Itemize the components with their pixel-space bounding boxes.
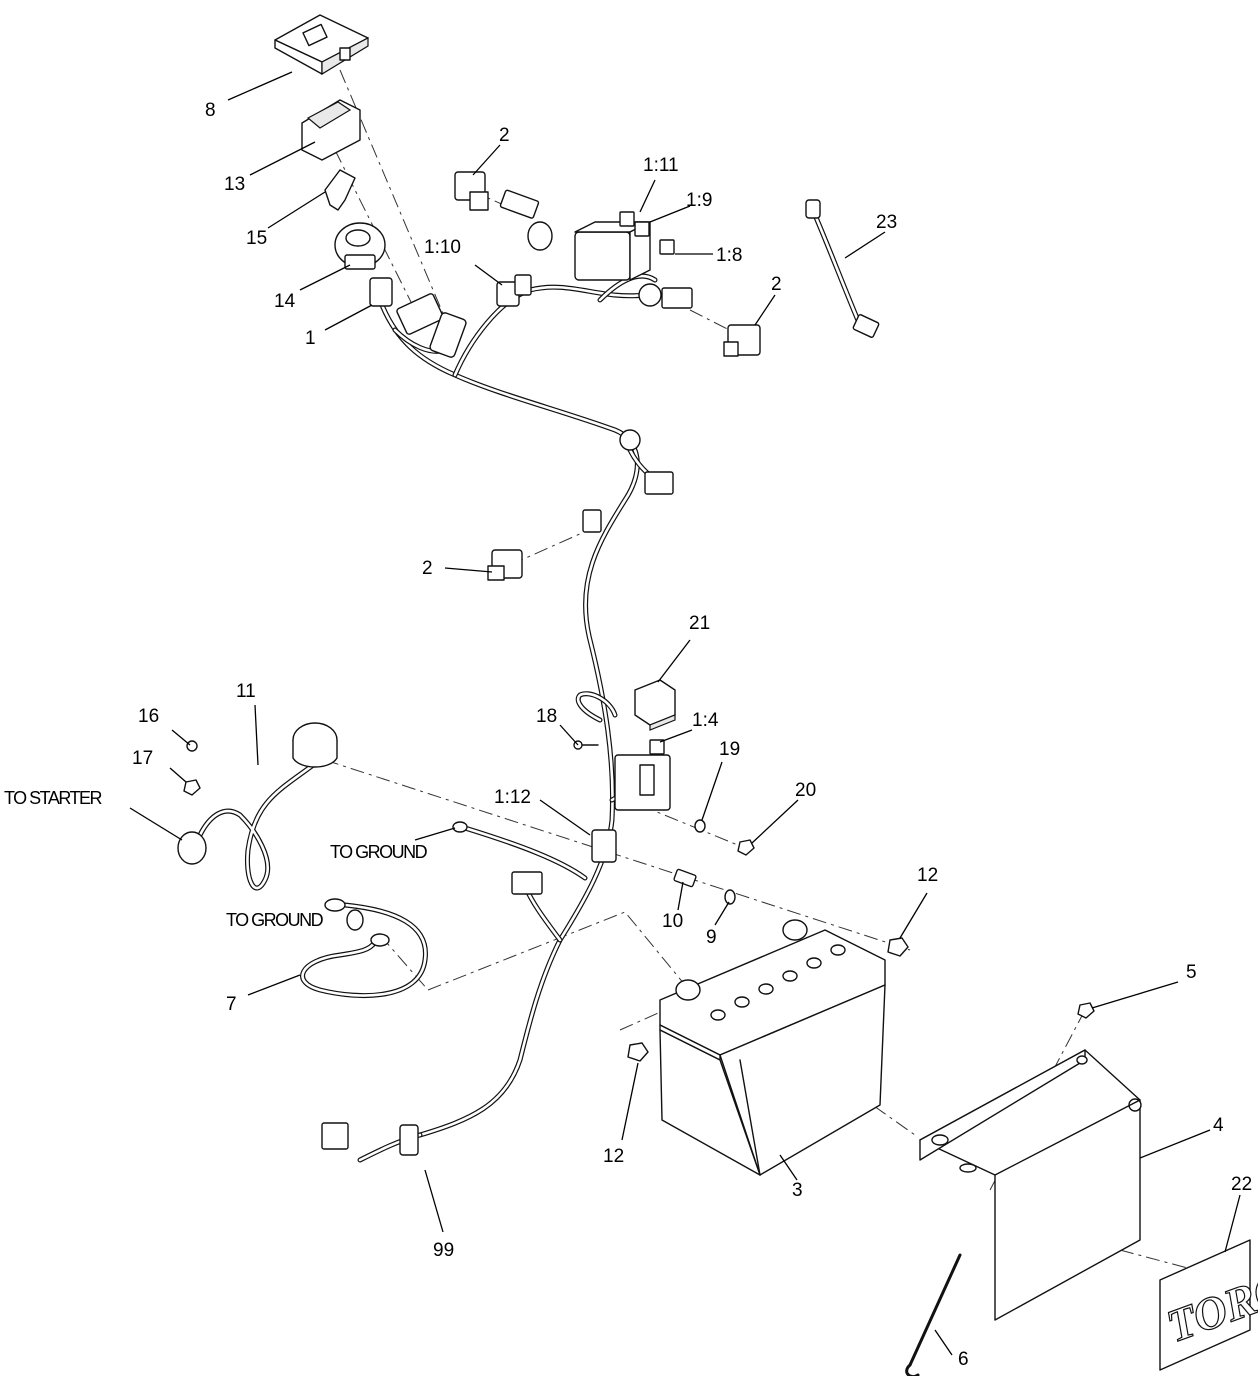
grommet-right [638, 283, 662, 307]
negative-battery-cable [300, 898, 428, 999]
connector-right [661, 287, 693, 309]
connector-1-12 [591, 829, 617, 863]
callout-2-middle: 2 [422, 558, 433, 579]
callout-99: 99 [433, 1240, 454, 1261]
ground-lead [452, 821, 588, 881]
callout-labels: 8 13 15 14 1 2 1:11 1:9 1:8 1:10 2 23 2 … [4, 100, 1252, 1370]
nut-20 [737, 839, 755, 856]
callout-9: 9 [706, 927, 717, 948]
connector-ground [511, 871, 543, 895]
callout-7: 7 [226, 994, 237, 1015]
hour-meter [274, 14, 369, 76]
ignition-switch [334, 222, 386, 270]
relay-connector-right [723, 324, 761, 357]
callout-10: 10 [662, 911, 683, 932]
callout-2-right: 2 [771, 274, 782, 295]
fuse-1-4 [649, 739, 665, 755]
callout-5: 5 [1186, 962, 1197, 983]
grommet-upper [527, 221, 553, 251]
washer-19 [694, 819, 706, 833]
callout-leaders [129, 71, 1241, 1356]
callout-23: 23 [876, 212, 897, 233]
callout-6: 6 [958, 1349, 969, 1370]
callout-14: 14 [274, 291, 296, 312]
fuse-1-11 [619, 211, 635, 227]
callout-20: 20 [795, 780, 816, 801]
fuse-1-9 [634, 221, 650, 237]
callout-1-10: 1:10 [424, 237, 461, 258]
callout-3: 3 [792, 1180, 803, 1201]
nut-12-right [887, 937, 909, 957]
callout-1-9: 1:9 [686, 190, 712, 211]
washer-9 [724, 889, 736, 905]
callout-21: 21 [689, 613, 710, 634]
nut-5 [1077, 1002, 1095, 1019]
toro-decal: TORO [1159, 1239, 1258, 1371]
callout-22: 22 [1231, 1174, 1252, 1195]
connector-block [396, 293, 444, 335]
callout-11: 11 [236, 681, 256, 702]
positive-battery-cable [177, 722, 338, 891]
clip-mid [582, 509, 602, 533]
note-to-ground-upper: TO GROUND [330, 842, 428, 862]
callout-1: 1 [305, 328, 316, 349]
note-to-ground-lower: TO GROUND [226, 910, 324, 930]
connector-99 [321, 1122, 349, 1150]
callout-8: 8 [205, 100, 216, 121]
rocker-switch [301, 99, 361, 161]
ignition-key [324, 169, 356, 211]
battery-terminal-left [675, 979, 701, 1001]
nut-12-left [627, 1042, 649, 1062]
relay [634, 679, 676, 731]
bolt-10 [673, 868, 697, 888]
callout-18: 18 [536, 706, 557, 727]
callout-1-12: 1:12 [494, 787, 531, 808]
fuse-1-8 [659, 239, 675, 255]
callout-1-8: 1:8 [716, 245, 742, 266]
battery-bracket [919, 1049, 1142, 1321]
callout-4: 4 [1213, 1115, 1224, 1136]
callout-2-upper: 2 [499, 125, 510, 146]
jumper-wire [805, 199, 880, 338]
harness-connectors [321, 189, 693, 1156]
washer-16 [186, 740, 198, 752]
relay-connector-upper [454, 171, 489, 211]
callout-12-right: 12 [917, 865, 938, 886]
battery-terminal-right [782, 919, 808, 941]
callout-1-11: 1:11 [643, 155, 679, 176]
callout-12-left: 12 [603, 1146, 624, 1167]
connector-upper-left [499, 189, 540, 219]
main-wire-harness [357, 273, 668, 1163]
callout-15: 15 [246, 228, 267, 249]
fuse-holder [614, 754, 671, 811]
connector-mid [644, 471, 674, 495]
relay-connector-middle [487, 549, 523, 581]
clip-99 [399, 1124, 419, 1156]
callout-1-4: 1:4 [692, 710, 719, 731]
note-to-starter: TO STARTER [4, 788, 103, 808]
fuse-block [574, 231, 631, 281]
grommet-mid [619, 429, 641, 451]
callout-16: 16 [138, 706, 159, 727]
battery [659, 919, 886, 1176]
connector-1 [369, 277, 393, 307]
nut-17 [183, 779, 201, 796]
callout-13: 13 [224, 174, 245, 195]
callout-17: 17 [132, 748, 153, 769]
callout-19: 19 [719, 739, 740, 760]
connector-harness-plug [429, 312, 467, 358]
j-bolt [905, 1253, 962, 1376]
clip-upper [514, 274, 532, 296]
